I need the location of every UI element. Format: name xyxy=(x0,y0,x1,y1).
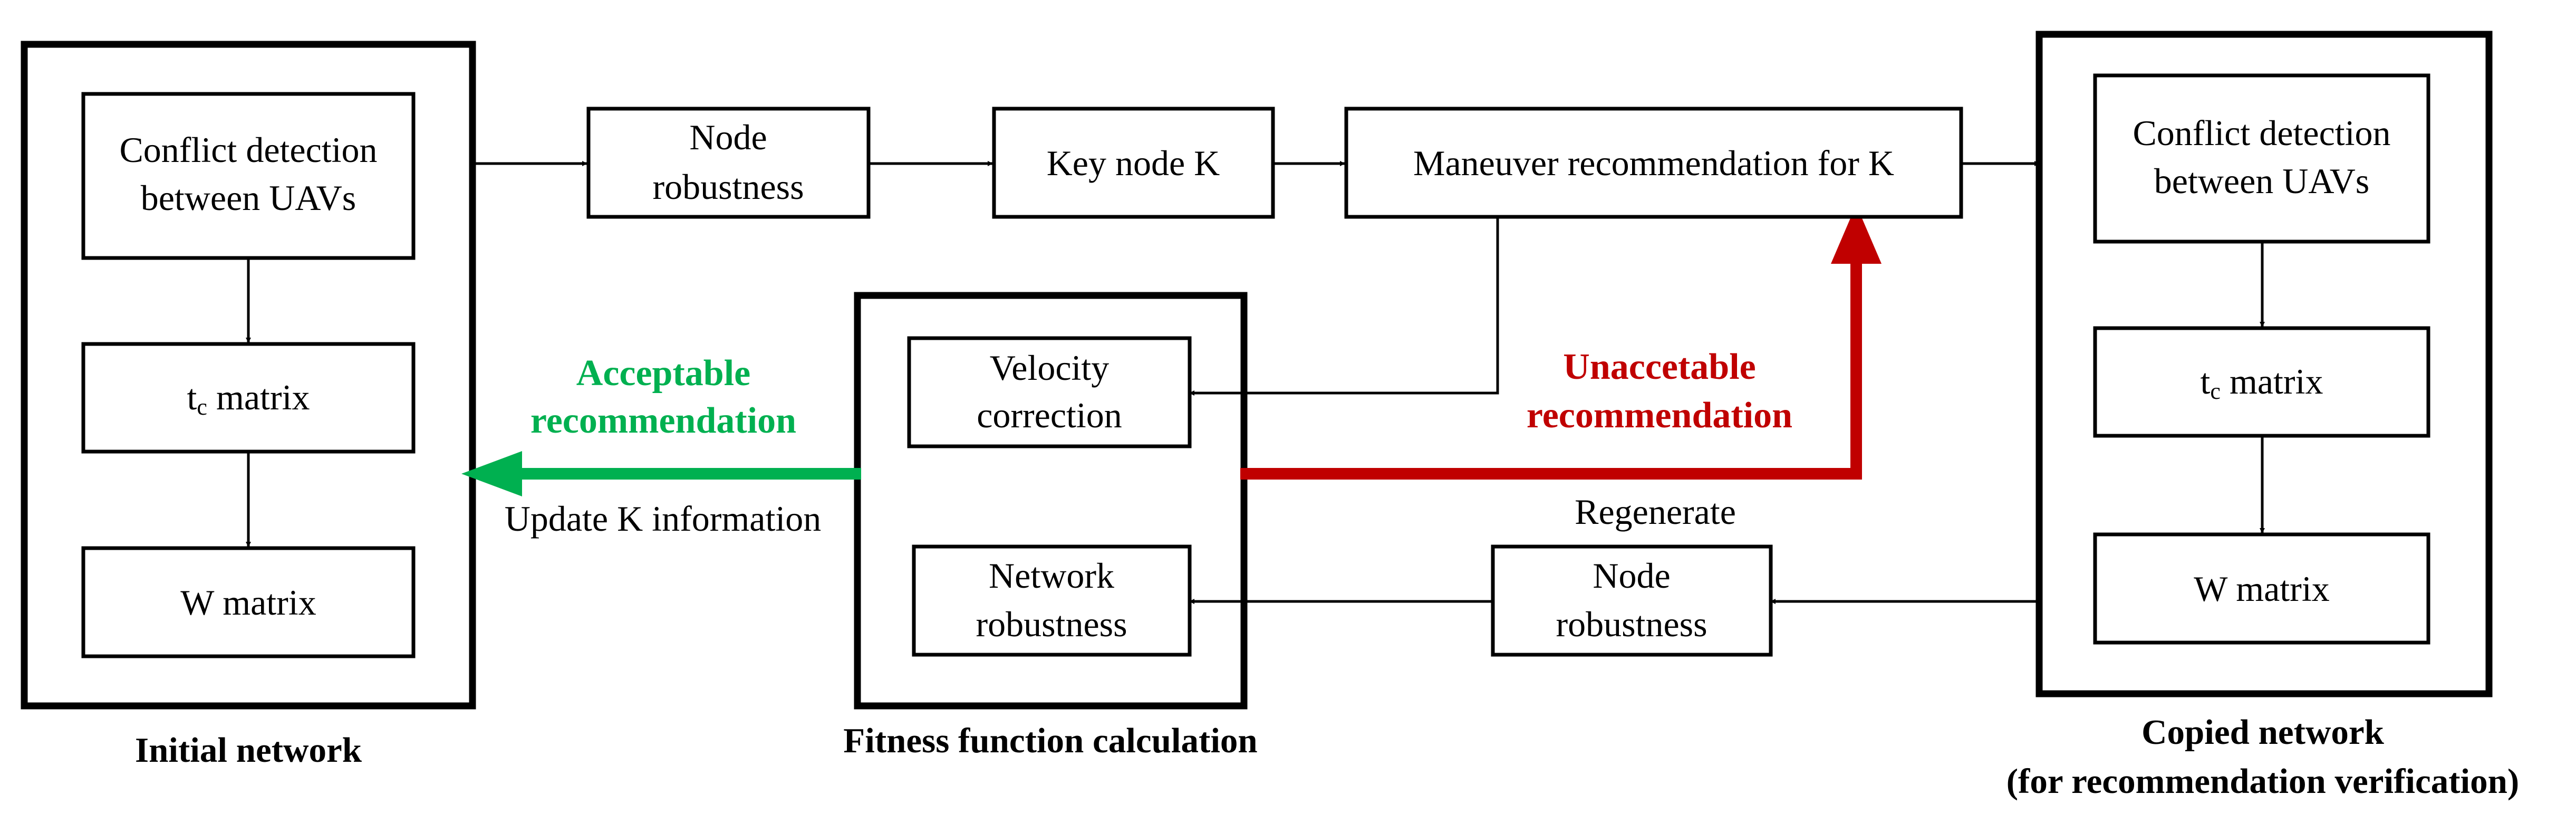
copied-tc-matrix-node: tc matrix xyxy=(2093,326,2430,438)
fitness-function-caption: Fitness function calculation xyxy=(843,721,1257,760)
network-robustness-line1: Network xyxy=(989,556,1114,596)
network-robustness-line2: robustness xyxy=(976,604,1127,644)
initial-conflict-line2: between UAVs xyxy=(141,178,356,218)
unacceptable-label-line2: recommendation xyxy=(1527,395,1792,436)
initial-tc-matrix-label: tc matrix xyxy=(187,377,310,420)
regenerate-node-robustness-node: Node robustness xyxy=(1491,544,1773,657)
key-node-k-node: Key node K xyxy=(992,107,1275,219)
initial-conflict-detection-node: Conflict detection between UAVs xyxy=(81,92,416,260)
unacceptable-label-line1: Unaccetable xyxy=(1563,347,1755,387)
node-robustness-line1: Node xyxy=(689,117,767,157)
copied-network-frame xyxy=(2035,31,2493,697)
velocity-correction-line2: correction xyxy=(977,395,1122,435)
update-k-information-label: Update K information xyxy=(505,499,822,539)
maneuver-recommendation-label: Maneuver recommendation for K xyxy=(1413,143,1894,183)
velocity-correction-line1: Velocity xyxy=(990,348,1109,388)
acceptable-arrow xyxy=(461,451,861,496)
regenerate-node-line2: robustness xyxy=(1556,604,1707,644)
initial-network-frame xyxy=(21,41,476,710)
regenerate-node-line1: Node xyxy=(1593,556,1670,596)
initial-w-matrix-label: W matrix xyxy=(180,582,316,623)
copied-w-matrix-node: W matrix xyxy=(2093,532,2430,645)
node-robustness-node: Node robustness xyxy=(586,107,871,219)
copied-conflict-detection-node: Conflict detection between UAVs xyxy=(2093,73,2430,244)
fitness-function-frame xyxy=(854,292,1248,710)
copied-network-caption-line1: Copied network xyxy=(2141,713,2384,752)
copied-conflict-line2: between UAVs xyxy=(2154,161,2370,201)
copied-network-caption-line2: (for recommendation verification) xyxy=(2006,762,2519,801)
regenerate-label: Regenerate xyxy=(1575,492,1736,532)
acceptable-label-line2: recommendation xyxy=(530,400,796,441)
acceptable-label-line1: Acceptable xyxy=(576,353,750,394)
maneuver-recommendation-node: Maneuver recommendation for K xyxy=(1344,107,1963,219)
initial-network-caption: Initial network xyxy=(135,731,362,770)
initial-tc-matrix-node: tc matrix xyxy=(81,342,416,454)
velocity-correction-node: Velocity correction xyxy=(907,336,1192,448)
initial-conflict-line1: Conflict detection xyxy=(119,130,377,170)
node-robustness-line2: robustness xyxy=(652,167,804,207)
network-robustness-node: Network robustness xyxy=(912,544,1192,657)
copied-conflict-line1: Conflict detection xyxy=(2133,113,2390,153)
unacceptable-arrow xyxy=(1240,205,1882,480)
key-node-k-label: Key node K xyxy=(1047,143,1220,183)
copied-tc-matrix-label: tc matrix xyxy=(2201,361,2323,404)
copied-w-matrix-label: W matrix xyxy=(2194,569,2329,609)
initial-w-matrix-node: W matrix xyxy=(81,546,416,658)
connectors xyxy=(246,161,2265,604)
arrow-maneuver-to-velocity xyxy=(1189,217,1499,396)
